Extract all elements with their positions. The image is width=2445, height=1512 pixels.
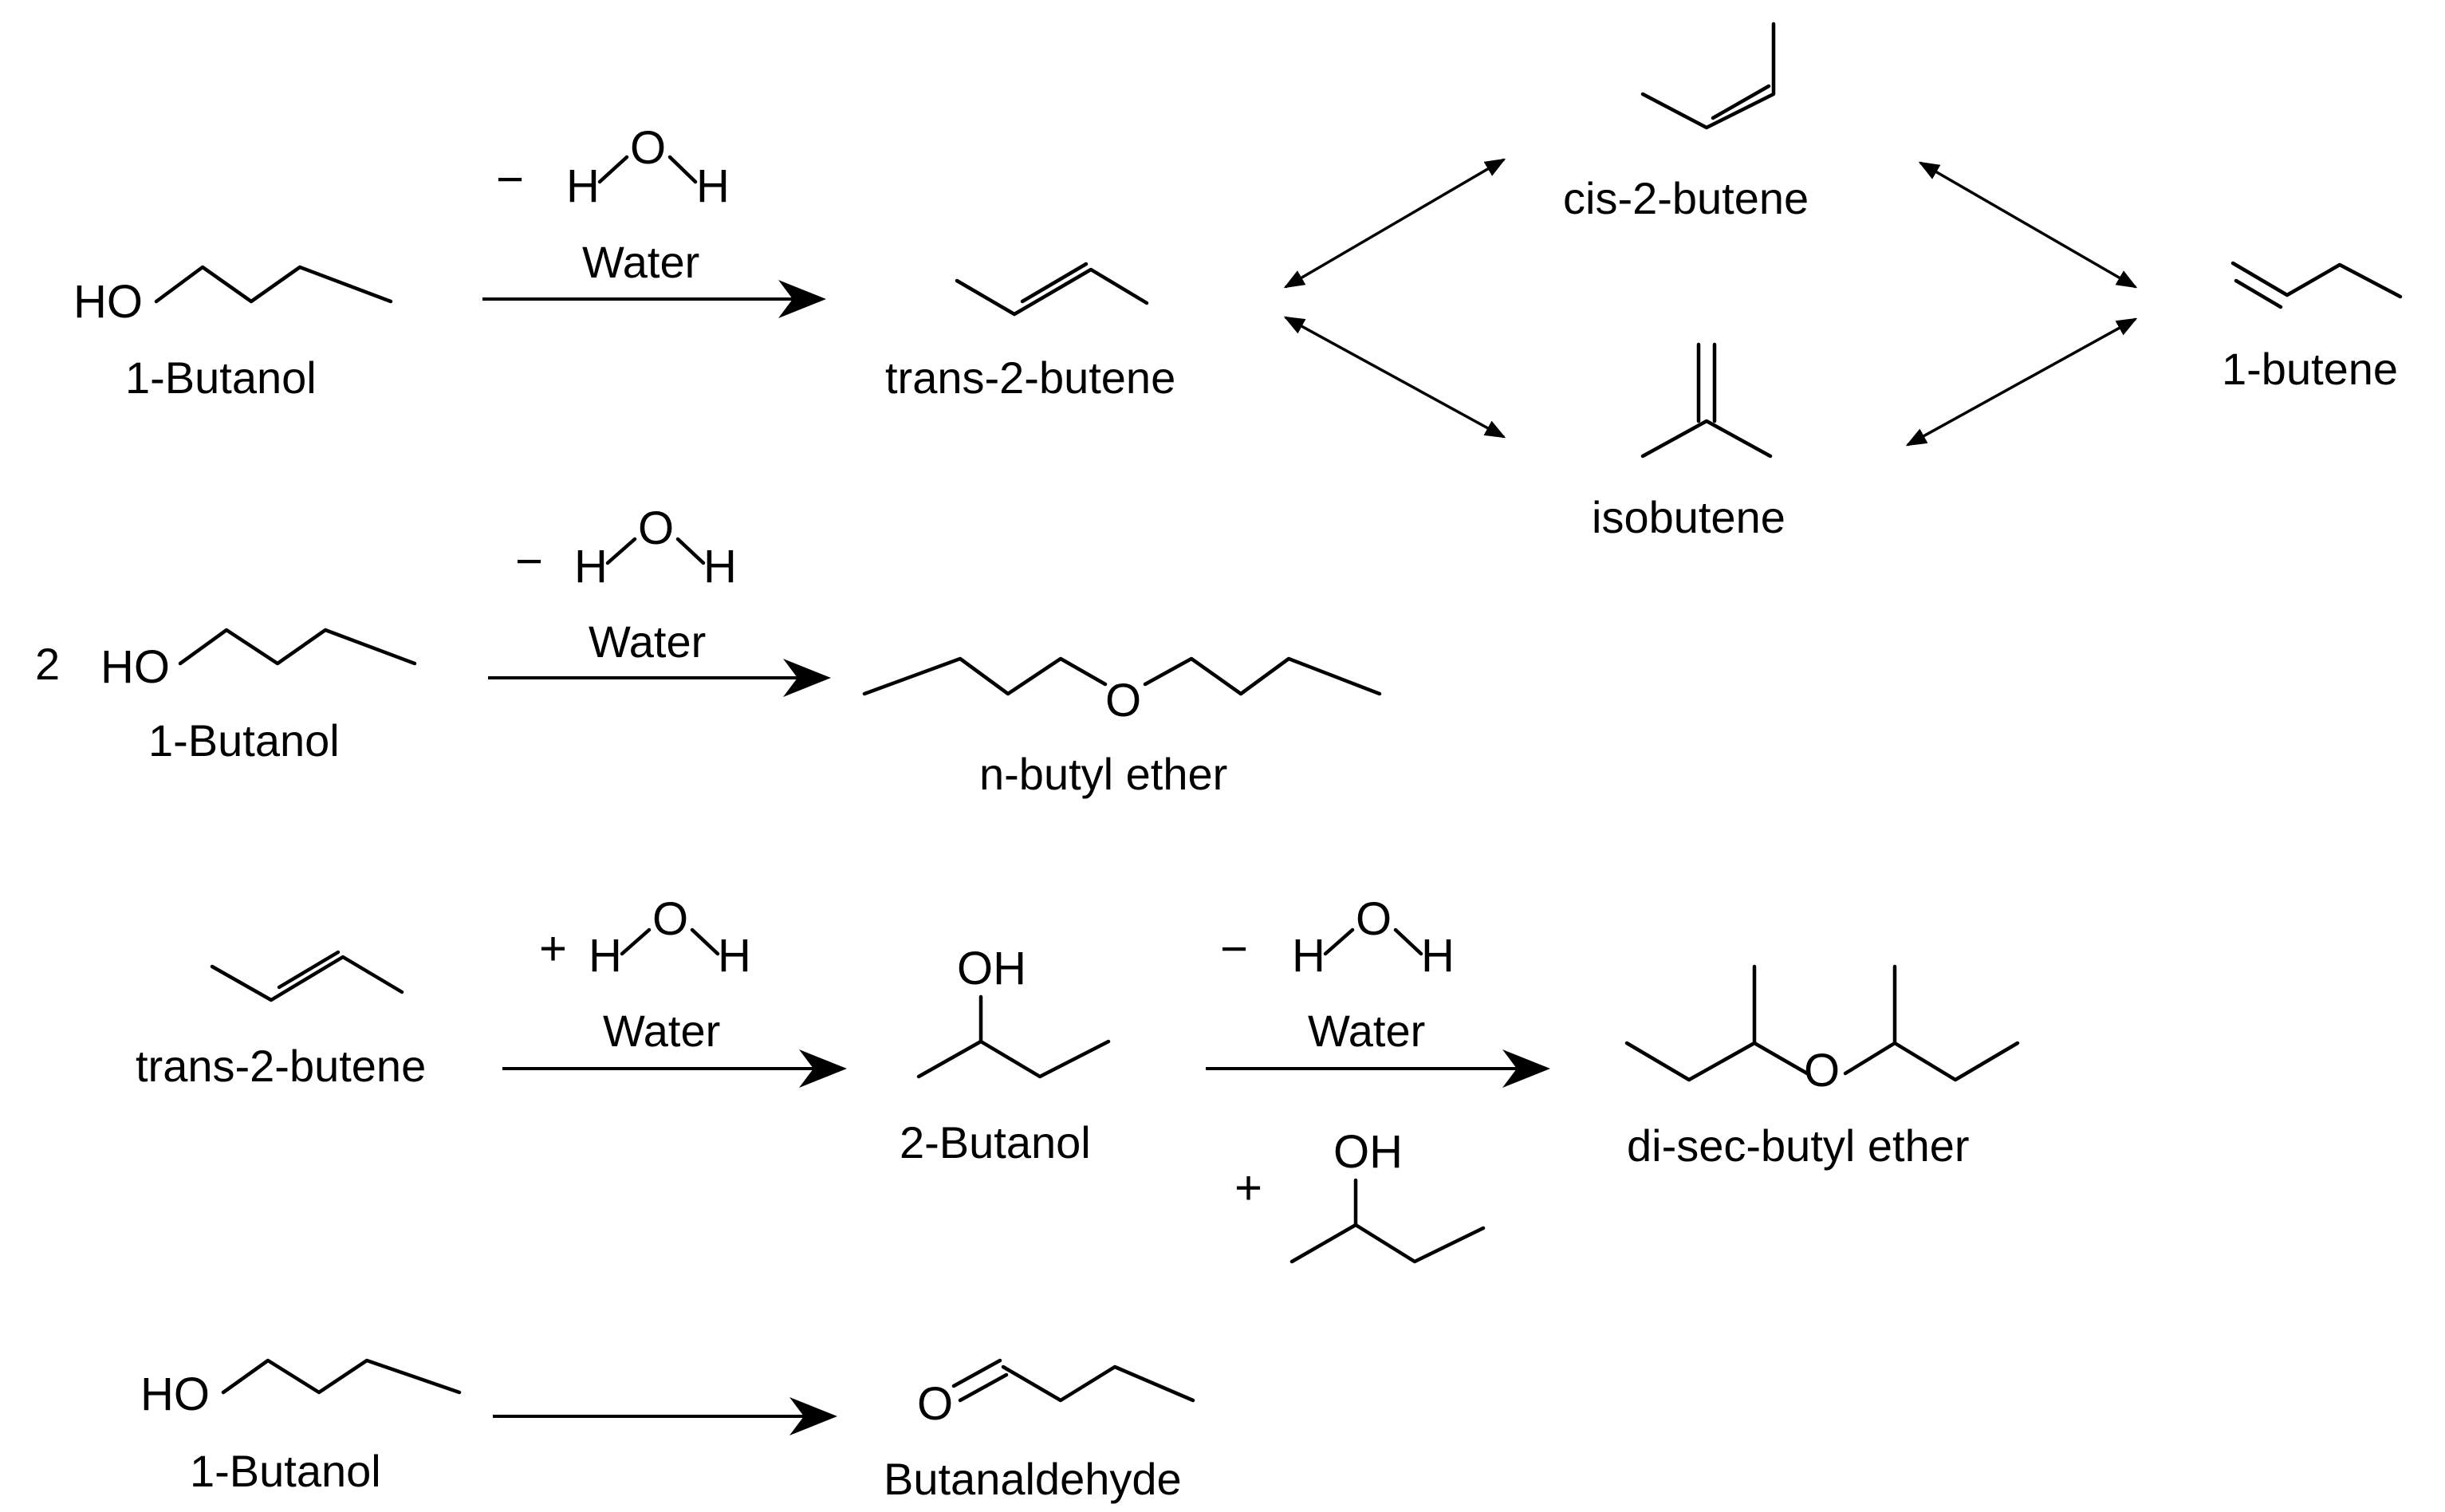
water-bonds <box>667 155 698 184</box>
aldehyde-chain <box>1001 1364 1195 1403</box>
butanol-skeleton <box>1289 1223 1486 1264</box>
water-o: O <box>652 893 688 945</box>
condition-label: Water <box>603 1006 720 1056</box>
cis-2-butene-structure: cis-2-butene <box>1563 22 1809 223</box>
hydroxyl-label: HO <box>140 1368 210 1420</box>
condition-label: Water <box>1308 1006 1425 1056</box>
isobutene-skeleton <box>1640 419 1773 459</box>
plus-sign: + <box>1234 1161 1262 1215</box>
reaction-4: HO 1-Butanol O Butanaldehyde <box>140 1358 1195 1504</box>
condition-label: Water <box>589 616 706 667</box>
reactant-label: 1-Butanol <box>148 715 340 766</box>
butanol-chain <box>154 265 393 304</box>
butanol-structure-2: HO 1-Butanol <box>100 628 417 766</box>
isobutene-structure: isobutene <box>1592 342 1786 542</box>
ether-left-chain <box>1624 1041 1809 1082</box>
butanol-chain <box>178 628 417 666</box>
water-bonds <box>605 537 637 565</box>
cis-label: cis-2-butene <box>1563 173 1809 223</box>
water-o: O <box>1356 893 1392 945</box>
water-h-right: H <box>1421 930 1455 982</box>
trans-2-butene-structure: trans-2-butene <box>885 262 1175 403</box>
water-bonds <box>1323 927 1355 956</box>
isobutene-label: isobutene <box>1592 492 1786 542</box>
ether-chain-left <box>862 656 1108 696</box>
2-butanol-co-reactant: OH <box>1289 1126 1486 1264</box>
water-bonds <box>620 927 652 956</box>
1-butene-label: 1-butene <box>2222 344 2398 394</box>
reactant-label: 1-Butanol <box>190 1446 381 1496</box>
water-h-left: H <box>589 930 622 982</box>
product-label: trans-2-butene <box>885 352 1175 403</box>
plus-sign: + <box>539 922 567 975</box>
intermediate-label: 2-Butanol <box>900 1117 1091 1167</box>
2-butanol-structure: OH 2-Butanol <box>900 943 1111 1167</box>
water-h-left: H <box>574 541 608 593</box>
hydroxyl-label: OH <box>1333 1126 1403 1178</box>
reaction-3: trans-2-butene + H O H Water OH 2-Butano… <box>136 893 2020 1264</box>
equilibrium-arrow <box>1918 161 2138 289</box>
condition-label: Water <box>582 237 699 287</box>
water-h-left: H <box>566 160 600 212</box>
ether-chain-right <box>1143 656 1382 696</box>
equilibrium-arrow <box>1283 316 1506 439</box>
butanol-structure-3: HO 1-Butanol <box>140 1358 462 1496</box>
water-bonds <box>675 537 706 565</box>
n-butyl-ether-structure: O n-butyl ether <box>862 656 1382 799</box>
water-bonds <box>690 927 720 956</box>
reactant-label: 1-Butanol <box>125 352 317 403</box>
1-butene-structure: 1-butene <box>2222 261 2403 394</box>
butanol-skeleton <box>916 1039 1111 1079</box>
butanol-chain <box>221 1358 462 1395</box>
trans-butene-chain <box>210 955 404 1002</box>
reaction-1: HO 1-Butanol − H O H Water trans-2-buten… <box>73 122 1175 403</box>
hydroxyl-label: OH <box>957 943 1026 994</box>
hydroxyl-label: HO <box>73 276 143 328</box>
reactant-label: trans-2-butene <box>136 1041 426 1091</box>
trans-butene-chain <box>955 267 1149 317</box>
product-label: Butanaldehyde <box>884 1454 1182 1504</box>
butanol-structure-1: HO 1-Butanol <box>73 265 393 403</box>
product-label: di-sec-butyl ether <box>1627 1120 1970 1171</box>
water-o: O <box>638 502 674 554</box>
butanaldehyde-structure: O Butanaldehyde <box>884 1358 1195 1504</box>
water-h-left: H <box>1292 930 1325 982</box>
trans-2-butene-structure: trans-2-butene <box>136 950 426 1091</box>
minus-sign: − <box>1220 922 1248 975</box>
minus-sign: − <box>515 534 543 588</box>
water-bonds <box>597 155 629 184</box>
ether-oxygen: O <box>1105 675 1141 726</box>
water-bonds <box>1393 927 1423 956</box>
equilibrium-arrow <box>1905 317 2138 447</box>
carbonyl-oxygen: O <box>917 1378 953 1430</box>
product-label: n-butyl ether <box>979 749 1227 799</box>
ether-right-chain <box>1843 1041 2020 1082</box>
1-butene-chain <box>2230 261 2403 299</box>
water-h-right: H <box>718 930 751 982</box>
isomerization-network: cis-2-butene isobutene 1-butene <box>1283 22 2403 542</box>
cis-butene-chain <box>1640 22 1776 130</box>
reaction-2: 2 HO 1-Butanol − H O H Water O n-butyl e… <box>35 502 1382 799</box>
di-sec-butyl-ether-structure: O di-sec-butyl ether <box>1624 964 2020 1171</box>
water-h-right: H <box>703 541 737 593</box>
equilibrium-arrow <box>1283 158 1506 289</box>
water-o: O <box>630 122 666 174</box>
water-h-right: H <box>696 160 730 212</box>
minus-sign: − <box>496 152 524 206</box>
ether-oxygen: O <box>1804 1045 1840 1097</box>
hydroxyl-label: HO <box>100 641 170 693</box>
coefficient: 2 <box>35 639 60 689</box>
